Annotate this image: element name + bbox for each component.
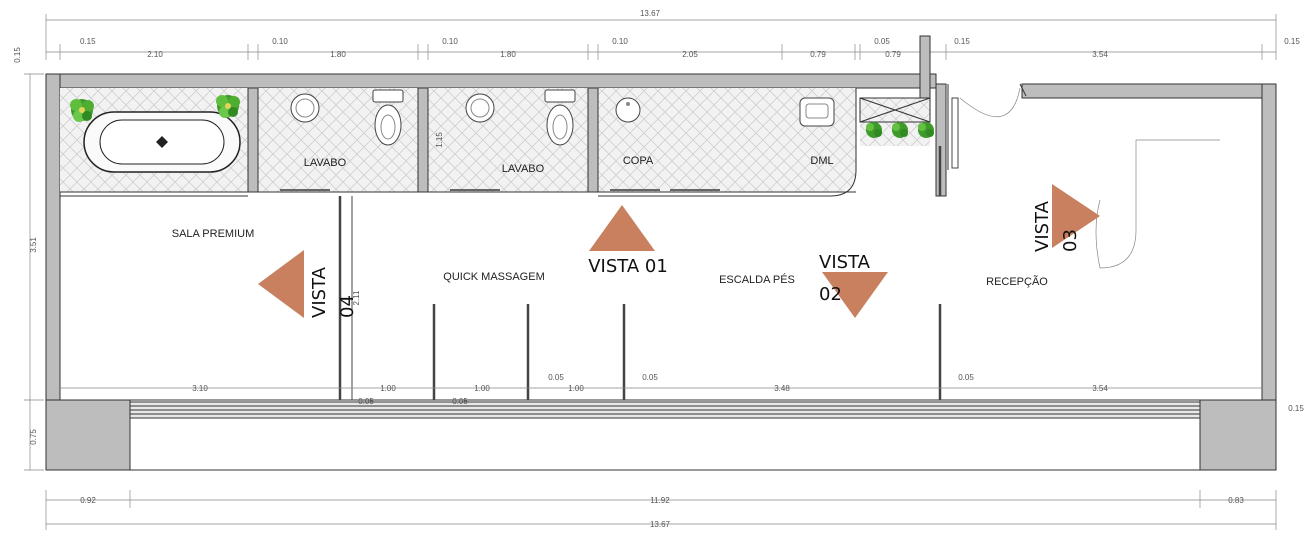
dim-top-10: 0.79 <box>885 50 901 59</box>
room-label-copa: COPA <box>623 155 654 167</box>
entrance-door <box>951 83 1027 169</box>
dim-top-12: 3.54 <box>1092 50 1108 59</box>
vista-04-label-a: VISTA <box>309 266 330 318</box>
dim-bottom-inner-6: 3.48 <box>774 384 790 393</box>
dim-bottom-outer-1: 11.92 <box>650 496 670 505</box>
plant-icon <box>892 122 908 138</box>
plant-icon <box>918 122 934 138</box>
vista-marker-icon <box>822 272 888 318</box>
vista-02-label-a: VISTA <box>819 252 871 273</box>
dim-bottom-outer-2: 0.83 <box>1228 496 1244 505</box>
dim-total-bottom: 13.67 <box>650 520 671 529</box>
dim-small-005-b: 0.05 <box>452 397 468 406</box>
room-label-lavabo-2: LAVABO <box>502 163 545 175</box>
top-dimensions: 13.67 0.15 2.10 0.10 1.80 0.10 1.80 0.10… <box>45 9 1300 60</box>
vista-marker-04: VISTA 04 <box>258 250 358 318</box>
room-label-recepcao: RECEPÇÃO <box>986 275 1048 288</box>
bottom-inner-dimensions: 3.10 1.00 1.00 0.05 1.00 0.05 3.48 0.05 … <box>60 373 1304 413</box>
plant-icon <box>866 122 882 138</box>
room-label-escalda-pes: ESCALDA PÉS <box>719 273 795 286</box>
left-dimensions: 0.15 3.51 0.75 <box>13 47 44 471</box>
interior-partitions <box>338 146 942 400</box>
vista-marker-01: VISTA 01 <box>588 205 668 277</box>
dim-small-005-a: 0.05 <box>358 397 374 406</box>
dim-left-height: 3.51 <box>29 237 38 253</box>
dim-bottom-inner-1: 1.00 <box>380 384 396 393</box>
plant-icon <box>70 99 94 122</box>
sink-icon <box>615 97 641 123</box>
dim-top-13: 0.15 <box>1284 37 1300 46</box>
dim-left-wall: 0.15 <box>13 47 22 63</box>
dim-top-7: 2.05 <box>682 50 698 59</box>
plant-icon <box>216 95 240 118</box>
room-label-lavabo-1: LAVABO <box>304 157 347 169</box>
dim-lavabo-height: 1.15 <box>435 132 444 148</box>
dim-bottom-inner-7: 0.05 <box>958 373 974 382</box>
dim-bottom-inner-0: 3.10 <box>192 384 208 393</box>
dim-top-4: 0.10 <box>442 37 458 46</box>
dim-bottom-inner-2: 1.00 <box>474 384 490 393</box>
dim-bottom-inner-5: 0.05 <box>642 373 658 382</box>
dim-top-6: 0.10 <box>612 37 628 46</box>
sink-icon <box>799 97 835 127</box>
sink-icon <box>290 93 320 123</box>
dim-top-1: 2.10 <box>147 50 163 59</box>
vista-marker-icon <box>258 250 304 318</box>
room-label-dml: DML <box>810 155 833 167</box>
vista-marker-icon <box>1052 184 1100 248</box>
sink-icon <box>465 93 495 123</box>
vista-04-label-b: 04 <box>337 295 358 318</box>
dim-top-3: 1.80 <box>330 50 346 59</box>
bottom-outer-dimensions: 0.92 11.92 0.83 13.67 <box>45 490 1277 530</box>
vista-marker-03: VISTA 03 <box>1032 184 1100 252</box>
dim-right-015: 0.15 <box>1288 404 1304 413</box>
vista-02-label-b: 02 <box>819 284 842 305</box>
outer-walls <box>45 73 1277 471</box>
toilet-icon <box>544 89 576 146</box>
room-label-sala-premium: SALA PREMIUM <box>172 228 255 240</box>
dim-top-2: 0.10 <box>272 37 288 46</box>
reception-counter <box>1095 139 1220 269</box>
vista-03-label-b: 03 <box>1060 229 1081 252</box>
dim-top-9: 0.05 <box>874 37 890 46</box>
dim-top-5: 1.80 <box>500 50 516 59</box>
vista-01-label: VISTA 01 <box>588 256 668 277</box>
vista-marker-icon <box>589 205 655 251</box>
dim-partition-height: 2.11 <box>352 290 361 306</box>
vista-marker-02: VISTA 02 <box>819 252 888 318</box>
dim-bottom-inner-4: 1.00 <box>568 384 584 393</box>
dim-bottom-outer-0: 0.92 <box>80 496 96 505</box>
dim-left-bottom: 0.75 <box>29 429 38 445</box>
room-label-quick-massagem: QUICK MASSAGEM <box>443 271 544 283</box>
bathtub-icon <box>83 111 241 173</box>
toilet-icon <box>372 89 404 146</box>
dim-top-0: 0.15 <box>80 37 96 46</box>
dim-bottom-inner-8: 3.54 <box>1092 384 1108 393</box>
dim-top-11: 0.15 <box>954 37 970 46</box>
dim-top-8: 0.79 <box>810 50 826 59</box>
dim-bottom-inner-3: 0.05 <box>548 373 564 382</box>
dim-total-top: 13.67 <box>640 9 661 18</box>
vista-03-label-a: VISTA <box>1032 200 1053 252</box>
